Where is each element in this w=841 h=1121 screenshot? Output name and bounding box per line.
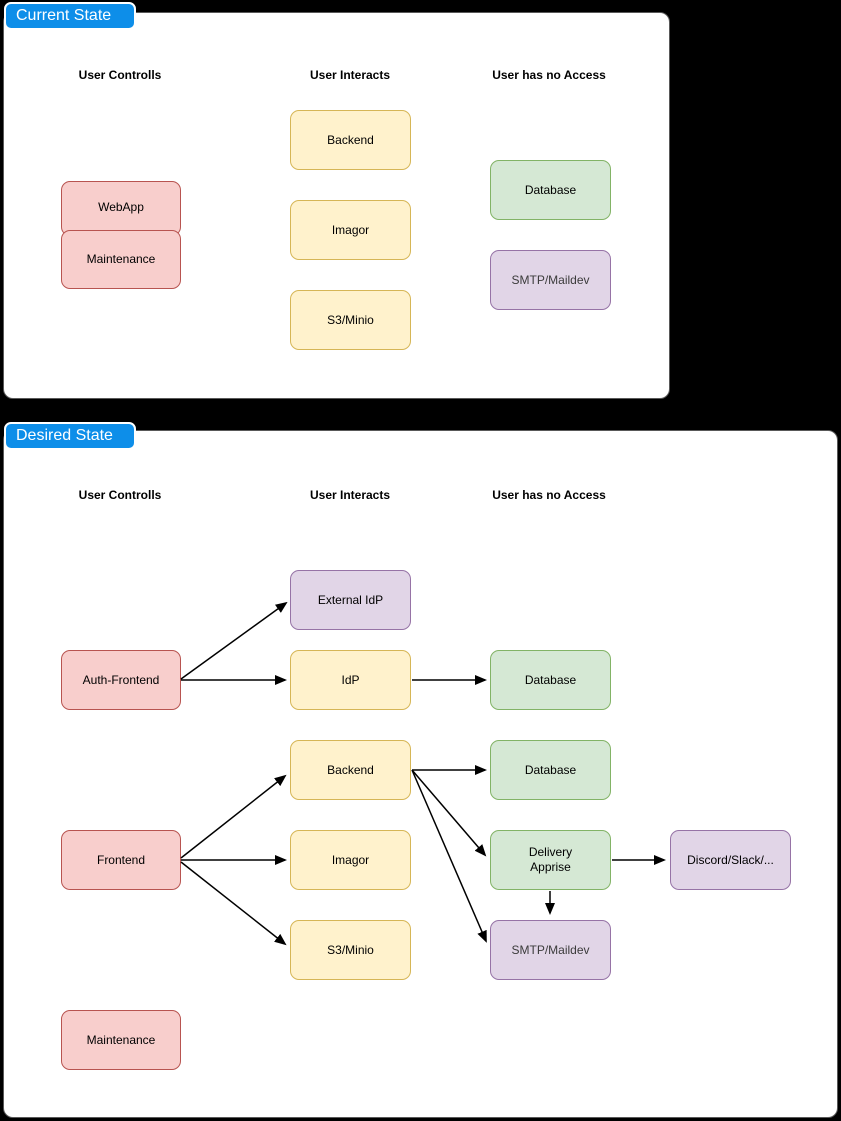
node-database-backend[interactable]: Database (490, 740, 611, 800)
desired-state-tab[interactable]: Desired State (4, 422, 136, 450)
column-heading-user-no-access-desired: User has no Access (492, 488, 606, 502)
node-maintenance-desired[interactable]: Maintenance (61, 1010, 181, 1070)
node-frontend[interactable]: Frontend (61, 830, 181, 890)
node-discord-slack[interactable]: Discord/Slack/... (670, 830, 791, 890)
node-maintenance-current[interactable]: Maintenance (61, 230, 181, 289)
node-backend-current[interactable]: Backend (290, 110, 411, 170)
node-backend-desired[interactable]: Backend (290, 740, 411, 800)
node-webapp[interactable]: WebApp (61, 181, 181, 236)
node-s3minio-desired[interactable]: S3/Minio (290, 920, 411, 980)
node-imagor-current[interactable]: Imagor (290, 200, 411, 260)
current-state-tab[interactable]: Current State (4, 2, 136, 30)
column-heading-user-no-access-current: User has no Access (492, 68, 606, 82)
node-smtp-maildev-current[interactable]: SMTP/Maildev (490, 250, 611, 310)
column-heading-user-controls-current: User Controlls (78, 68, 162, 82)
node-database-current[interactable]: Database (490, 160, 611, 220)
node-external-idp[interactable]: External IdP (290, 570, 411, 630)
column-heading-user-interacts-current: User Interacts (309, 68, 391, 82)
node-imagor-desired[interactable]: Imagor (290, 830, 411, 890)
node-idp[interactable]: IdP (290, 650, 411, 710)
column-heading-user-interacts-desired: User Interacts (309, 488, 391, 502)
node-s3minio-current[interactable]: S3/Minio (290, 290, 411, 350)
node-auth-frontend[interactable]: Auth-Frontend (61, 650, 181, 710)
column-heading-user-controls-desired: User Controlls (78, 488, 162, 502)
node-delivery-apprise[interactable]: Delivery Apprise (490, 830, 611, 890)
node-smtp-maildev-desired[interactable]: SMTP/Maildev (490, 920, 611, 980)
node-database-idp[interactable]: Database (490, 650, 611, 710)
